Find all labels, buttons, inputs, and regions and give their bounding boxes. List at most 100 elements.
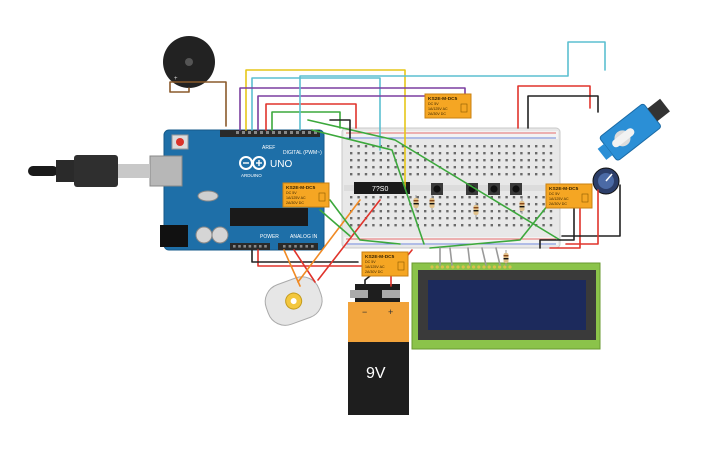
wire[interactable] [481, 247, 487, 266]
ic-label: 7?S0 [372, 186, 388, 193]
power-pin[interactable] [233, 245, 236, 248]
power-pin[interactable] [253, 245, 257, 248]
lcd-16x2[interactable] [411, 262, 601, 350]
wire[interactable] [265, 103, 357, 131]
wire[interactable] [293, 249, 316, 283]
wire[interactable] [271, 111, 341, 131]
wire[interactable] [495, 247, 501, 266]
lcd-pin[interactable] [435, 265, 439, 269]
dc-motor[interactable] [260, 272, 327, 331]
push-button[interactable] [510, 183, 522, 195]
wire[interactable] [311, 129, 425, 245]
resistor[interactable] [413, 195, 419, 211]
wire[interactable] [169, 81, 227, 127]
wire[interactable] [539, 207, 575, 249]
lcd-pin[interactable] [492, 265, 496, 269]
push-button[interactable] [488, 183, 500, 195]
wire[interactable] [561, 184, 621, 237]
resistor[interactable] [519, 198, 525, 214]
wire[interactable] [319, 209, 351, 237]
analog-pin[interactable] [299, 245, 303, 248]
potentiometer[interactable] [592, 167, 620, 195]
wire[interactable] [283, 249, 301, 287]
digital-pin[interactable] [302, 131, 305, 134]
digital-pin[interactable] [242, 131, 245, 134]
digital-pin[interactable] [296, 131, 299, 134]
relay-spec: 2A/30V DC [428, 112, 446, 116]
power-pin[interactable] [248, 245, 252, 248]
relay-spec: 2A/30V DC [286, 201, 304, 205]
wire[interactable] [245, 69, 406, 189]
wire[interactable] [317, 199, 381, 281]
analog-label: ANALOG IN [290, 234, 318, 240]
lcd-pin[interactable] [482, 265, 486, 269]
analog-pin[interactable] [283, 245, 286, 248]
arduino-uno[interactable]: AREF DIGITAL (PWM~) UNO ARDUINO POWER AN… [149, 129, 325, 251]
digital-pin[interactable] [308, 131, 311, 134]
wire[interactable] [449, 247, 453, 266]
lcd-pin[interactable] [498, 265, 502, 269]
wire[interactable] [307, 119, 561, 241]
usb-cable[interactable] [28, 155, 150, 187]
power-label: POWER [260, 234, 279, 240]
wire[interactable] [257, 95, 469, 131]
wire[interactable] [517, 85, 591, 129]
crystal [197, 190, 219, 202]
wire[interactable] [527, 95, 599, 129]
power-pin[interactable] [243, 245, 246, 248]
lcd-pin[interactable] [461, 265, 465, 269]
lcd-pin[interactable] [430, 265, 434, 269]
wire[interactable] [329, 119, 351, 139]
buzzer[interactable]: + [163, 36, 215, 88]
resistor[interactable] [473, 202, 479, 218]
analog-pin[interactable] [311, 245, 314, 248]
wire[interactable] [565, 189, 599, 245]
digital-pin[interactable] [236, 131, 239, 134]
analog-pin[interactable] [305, 245, 308, 248]
wire[interactable] [297, 199, 361, 283]
digital-pin[interactable] [254, 131, 257, 134]
digital-pin[interactable] [248, 131, 251, 134]
power-pin[interactable] [259, 245, 262, 248]
relay-model: KS2E-M-DC5 [428, 96, 458, 102]
battery-9v[interactable]: − + 9V [348, 284, 409, 415]
servo[interactable] [593, 93, 675, 166]
digital-pin[interactable] [260, 131, 263, 134]
wire[interactable] [251, 77, 381, 151]
push-button[interactable] [431, 183, 443, 195]
power-pin[interactable] [264, 245, 267, 248]
digital-pin[interactable] [272, 131, 275, 134]
lcd-pin[interactable] [477, 265, 481, 269]
breadboard[interactable] [341, 127, 561, 249]
digital-pin[interactable] [278, 131, 281, 134]
digital-pin[interactable] [314, 131, 317, 134]
digital-pin[interactable] [290, 131, 293, 134]
resistor[interactable] [503, 250, 509, 266]
analog-pin[interactable] [294, 245, 297, 248]
digital-pin[interactable] [266, 131, 269, 134]
lcd-pin[interactable] [472, 265, 476, 269]
ic-chip[interactable]: 7?S0 [354, 182, 410, 194]
brand-label: ARDUINO [241, 173, 262, 178]
wire[interactable] [299, 41, 606, 131]
analog-pin[interactable] [288, 245, 292, 248]
wire[interactable] [549, 207, 581, 249]
lcd-pin[interactable] [451, 265, 455, 269]
resistor[interactable] [429, 195, 435, 211]
lcd-pin[interactable] [466, 265, 470, 269]
lcd-pin[interactable] [456, 265, 460, 269]
wire[interactable] [251, 249, 359, 263]
power-pin[interactable] [238, 245, 241, 248]
lcd-pin[interactable] [508, 265, 512, 269]
wire[interactable] [329, 199, 401, 245]
lcd-pin[interactable] [487, 265, 491, 269]
lcd-pin[interactable] [446, 265, 450, 269]
digital-pin[interactable] [284, 131, 287, 134]
lcd-pin[interactable] [440, 265, 444, 269]
wire[interactable] [467, 247, 471, 266]
lcd-pin[interactable] [503, 265, 507, 269]
